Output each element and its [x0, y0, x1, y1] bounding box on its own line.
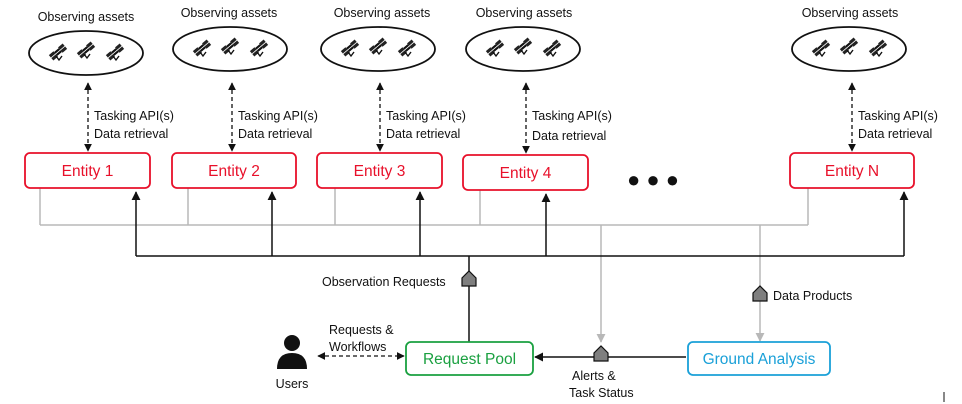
observing-assets-label: Observing assets — [334, 6, 431, 20]
entity-box-n: Entity N — [789, 152, 915, 189]
data-retrieval-label: Data retrieval — [532, 129, 606, 143]
users-label: Users — [276, 377, 309, 391]
entity-label: Entity 3 — [354, 163, 406, 180]
ground-analysis-label: Ground Analysis — [703, 351, 816, 368]
entity-box-4: Entity 4 — [462, 154, 589, 191]
data-retrieval-label: Data retrieval — [386, 127, 460, 141]
data-retrieval-label: Data retrieval — [858, 127, 932, 141]
observation-requests-label: Observation Requests — [322, 275, 446, 289]
observing-assets-label: Observing assets — [476, 6, 573, 20]
entity-box-2: Entity 2 — [171, 152, 297, 189]
data-retrieval-label: Data retrieval — [238, 127, 312, 141]
tasking-api-links — [84, 82, 856, 360]
tasking-api-label: Tasking API(s) — [386, 109, 466, 123]
entity-label: Entity 1 — [62, 163, 114, 180]
tasking-api-label: Tasking API(s) — [532, 109, 612, 123]
data-products-marker-icon — [752, 285, 768, 302]
observing-assets-label: Observing assets — [181, 6, 278, 20]
data-products-label: Data Products — [773, 289, 852, 303]
workflows-label: Workflows — [329, 340, 386, 354]
observing-assets-n: Observing assets — [791, 6, 907, 72]
entity-label: Entity 4 — [500, 165, 552, 182]
observing-assets-1: Observing assets — [28, 10, 144, 76]
user-icon — [277, 335, 307, 369]
alerts-label: Alerts & — [572, 369, 616, 383]
tasking-api-label: Tasking API(s) — [238, 109, 318, 123]
tasking-api-labels: Tasking API(s) Data retrieval Tasking AP… — [94, 109, 938, 143]
observation-requests-marker-icon — [461, 270, 477, 287]
observing-assets-4: Observing assets — [465, 6, 581, 72]
request-pool-label: Request Pool — [423, 351, 516, 368]
observing-assets-2: Observing assets — [172, 6, 288, 72]
data-retrieval-label: Data retrieval — [94, 127, 168, 141]
entity-box-1: Entity 1 — [24, 152, 151, 189]
ellipsis: ● ● ● — [627, 167, 679, 192]
gray-data-bus — [39, 188, 809, 343]
ground-analysis-box: Ground Analysis — [687, 341, 831, 376]
observing-assets-label: Observing assets — [38, 10, 135, 24]
tasking-api-label: Tasking API(s) — [94, 109, 174, 123]
entity-box-3: Entity 3 — [316, 152, 443, 189]
task-status-label: Task Status — [569, 386, 634, 400]
tasking-api-label: Tasking API(s) — [858, 109, 938, 123]
entity-label: Entity 2 — [208, 163, 260, 180]
alerts-marker-icon — [593, 345, 609, 362]
requests-label: Requests & — [329, 323, 394, 337]
entity-label: Entity N — [825, 163, 879, 180]
observing-assets-label: Observing assets — [802, 6, 899, 20]
request-pool-box: Request Pool — [405, 341, 534, 376]
observing-assets-3: Observing assets — [320, 6, 436, 72]
tasking-bus — [131, 191, 909, 362]
